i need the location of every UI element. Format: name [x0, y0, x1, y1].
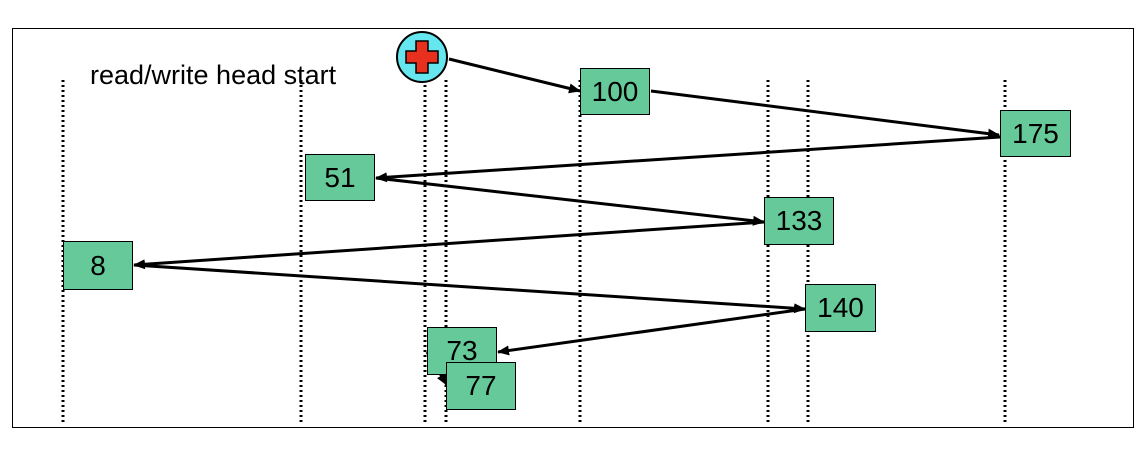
- request-box-51: 51: [305, 154, 375, 201]
- seek-arrow-175-to-51: [375, 135, 1001, 183]
- seek-arrow-8-to-140: [133, 263, 806, 314]
- seek-arrow-140-to-73: [497, 307, 806, 356]
- request-box-100: 100: [580, 68, 650, 115]
- request-box-77: 77: [446, 362, 516, 410]
- seek-arrow-100-to-175: [650, 89, 1000, 139]
- request-box-8: 8: [63, 241, 133, 290]
- red-cross-icon: [395, 30, 449, 84]
- request-box-140: 140: [805, 284, 876, 332]
- seek-arrow-start-to-100: [448, 57, 581, 94]
- seek-arrow-133-to-8: [133, 220, 765, 270]
- diagram-frame: [12, 28, 1134, 428]
- request-box-133: 133: [764, 197, 834, 245]
- request-box-175: 175: [1000, 110, 1071, 157]
- track-guide-lines: [61, 80, 1007, 424]
- seek-arrow-51-to-133: [375, 176, 765, 226]
- seek-path-arrows: [133, 57, 1001, 386]
- head-start-label: read/write head start: [90, 60, 337, 90]
